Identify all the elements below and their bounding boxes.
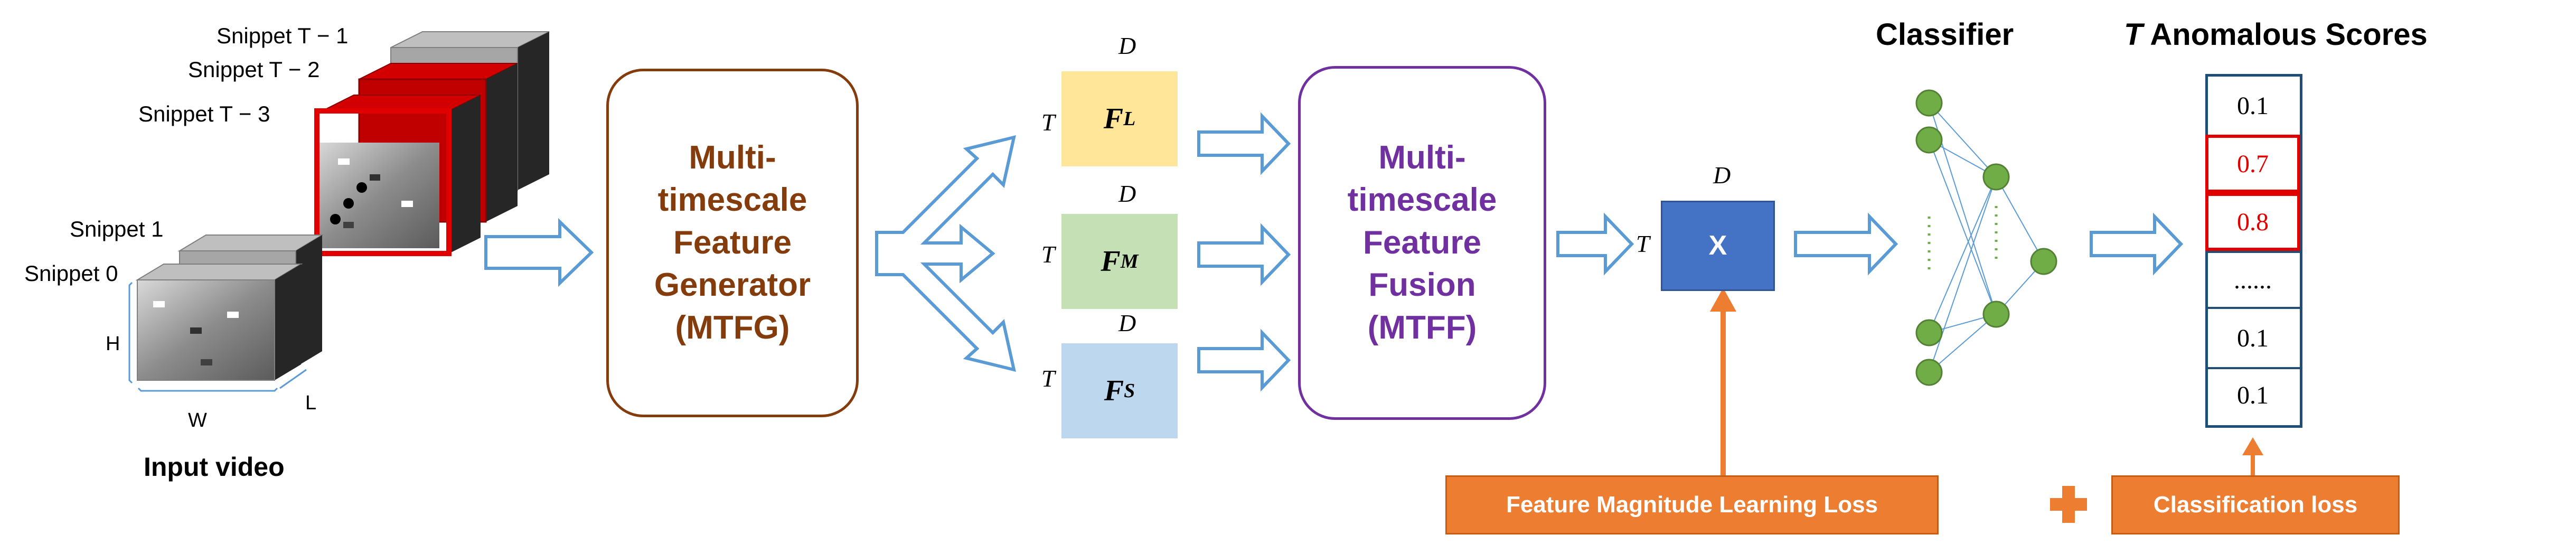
score-cell-highlighted: 0.8 <box>2205 193 2300 251</box>
ellipsis-dots <box>330 182 367 224</box>
input-video-caption: Input video <box>144 452 285 482</box>
mtfg-line: Generator <box>654 267 811 304</box>
snippet-label-0: Snippet 0 <box>24 261 118 286</box>
feature-l-d-label: D <box>1118 32 1136 59</box>
scores-title-rest: Anomalous Scores <box>2142 17 2428 52</box>
feature-s-d-label: D <box>1118 309 1136 336</box>
arrows <box>484 112 2184 392</box>
mtfg-line: Feature <box>673 224 792 261</box>
score-cell: 0.1 <box>2237 381 2269 409</box>
mtfg-line: Multi- <box>689 139 776 176</box>
classifier-title: Classifier <box>1876 17 2014 52</box>
feature-fs-base: F <box>1104 374 1124 407</box>
classifier-network <box>1915 89 2057 386</box>
feature-fs-sub: S <box>1124 380 1135 402</box>
feature-fl-base: F <box>1103 102 1124 135</box>
score-cell: 0.1 <box>2205 309 2300 369</box>
dimension-brackets <box>128 282 307 392</box>
mtff-line: Multi- <box>1378 139 1466 176</box>
score-cell: ...... <box>2205 251 2300 309</box>
mtfg-line: timescale <box>657 182 807 219</box>
mtff-line: timescale <box>1347 182 1497 219</box>
mtff-line: (MTFF) <box>1367 309 1477 346</box>
snippet-label-t-minus-2: Snippet T − 2 <box>188 57 320 82</box>
mtff-line: Feature <box>1363 224 1481 261</box>
mtfg-line: (MTFG) <box>675 309 790 346</box>
snippet-label-t-minus-3: Snippet T − 3 <box>138 101 270 126</box>
score-cell: 0.1 <box>2205 77 2300 137</box>
x-d-label: D <box>1713 162 1731 189</box>
x-t-label: T <box>1636 230 1650 257</box>
loss-arrows <box>1710 288 2263 475</box>
dim-l: L <box>305 392 317 414</box>
feature-s-t-label: T <box>1041 365 1055 392</box>
snippet-cube-t-minus-3 <box>314 95 481 256</box>
mtff-line: Fusion <box>1368 267 1476 304</box>
mtfg-module: Multi- timescale Feature Generator (MTFG… <box>606 69 859 417</box>
feature-fm-base: F <box>1101 245 1121 278</box>
classification-loss: Classification loss <box>2111 475 2400 534</box>
dim-w: W <box>188 409 207 432</box>
feature-fm-sub: M <box>1120 250 1139 273</box>
score-cell-highlighted: 0.7 <box>2205 135 2300 193</box>
scores-title-t: T <box>2124 17 2143 52</box>
feature-fl-sub: L <box>1123 108 1136 130</box>
snippet-label-t-minus-1: Snippet T − 1 <box>217 23 349 48</box>
feature-m-t-label: T <box>1041 241 1055 268</box>
dim-h: H <box>106 333 120 355</box>
snippet-label-1: Snippet 1 <box>70 217 164 241</box>
plus-icon <box>2050 486 2087 523</box>
scores-title: T Anomalous Scores <box>2124 17 2428 52</box>
feature-magnitude-loss: Feature Magnitude Learning Loss <box>1445 475 1939 534</box>
snippet-cube-0 <box>135 264 303 381</box>
feature-m-d-label: D <box>1118 180 1136 207</box>
x-block: X <box>1661 201 1775 291</box>
mtff-module: Multi- timescale Feature Fusion (MTFF) <box>1298 66 1546 420</box>
feature-l-t-label: T <box>1041 109 1055 136</box>
